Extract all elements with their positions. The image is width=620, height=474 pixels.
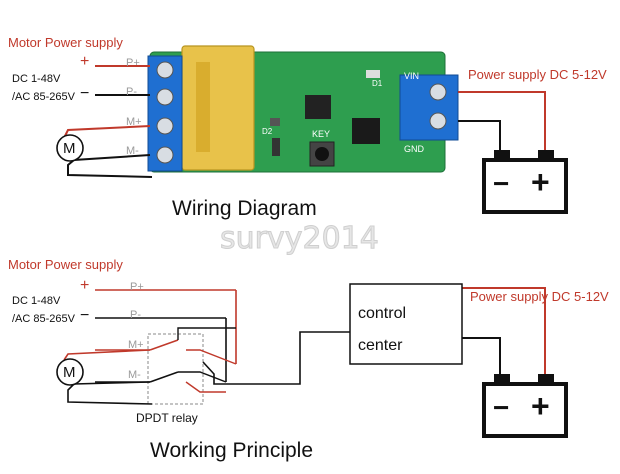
screw-1 bbox=[156, 61, 174, 79]
bottom-terminal-p-plus: P+ bbox=[130, 281, 144, 293]
bottom-motor-power-supply: Motor Power supply bbox=[8, 257, 123, 272]
board-label-key: KEY bbox=[312, 129, 331, 139]
relay-component bbox=[181, 45, 255, 171]
top-battery-plus: + bbox=[531, 164, 550, 200]
motor-symbol bbox=[56, 134, 84, 162]
relay-label-strip bbox=[196, 62, 210, 152]
relay-dashed-box bbox=[147, 333, 204, 405]
screw-4 bbox=[156, 146, 174, 164]
small-smd-3 bbox=[272, 138, 280, 156]
top-terminal-p-plus: P+ bbox=[126, 57, 140, 69]
top-motor-letter: M bbox=[63, 140, 76, 157]
top-power-supply: Power supply DC 5-12V bbox=[468, 67, 607, 82]
battery-top bbox=[482, 158, 568, 214]
board-label-d2: D2 bbox=[262, 127, 273, 136]
screw-2 bbox=[156, 88, 174, 106]
top-title: Wiring Diagram bbox=[172, 197, 317, 220]
top-plus-sign: + bbox=[80, 53, 90, 70]
ic-chip bbox=[305, 95, 331, 119]
top-motor-power-supply: Motor Power supply bbox=[8, 35, 123, 50]
board-label-gnd: GND bbox=[404, 144, 424, 154]
board-label-d1: D1 bbox=[372, 79, 383, 88]
bottom-motor-letter: M bbox=[63, 364, 76, 381]
regulator bbox=[352, 118, 380, 144]
bottom-minus-sign: − bbox=[80, 307, 90, 324]
bottom-battery-plus: + bbox=[531, 388, 550, 424]
bottom-plus-sign: + bbox=[80, 277, 90, 294]
bottom-terminal-p-minus: P- bbox=[130, 309, 141, 321]
small-smd-1 bbox=[366, 70, 380, 78]
top-battery-minus: − bbox=[493, 168, 510, 199]
board-label-vin: VIN bbox=[404, 71, 420, 81]
watermark: survy2014 bbox=[220, 221, 380, 256]
bottom-terminal-m-plus: M+ bbox=[128, 339, 144, 351]
top-terminal-m-minus: M- bbox=[126, 145, 139, 157]
control-center-box bbox=[349, 283, 463, 365]
control-center-line1: control bbox=[358, 305, 407, 322]
screw-gnd bbox=[429, 112, 447, 130]
key-button-cap bbox=[315, 147, 329, 161]
screw-vin bbox=[429, 83, 447, 101]
control-center-line2: center bbox=[358, 337, 403, 354]
top-minus-sign: − bbox=[80, 85, 90, 102]
top-terminal-m-plus: M+ bbox=[126, 116, 142, 128]
small-smd-2 bbox=[270, 118, 280, 126]
relay-label: DPDT relay bbox=[136, 411, 198, 425]
bottom-power-supply: Power supply DC 5-12V bbox=[470, 289, 609, 304]
bottom-terminal-m-minus: M- bbox=[128, 369, 141, 381]
motor-symbol-bottom bbox=[56, 358, 84, 386]
terminal-block-right bbox=[399, 74, 459, 141]
bottom-title: Working Principle bbox=[150, 439, 314, 462]
top-ac-range: /AC 85-265V bbox=[12, 91, 75, 103]
top-dc-range: DC 1-48V bbox=[12, 73, 61, 85]
top-terminal-p-minus: P- bbox=[126, 86, 137, 98]
bottom-battery-minus: − bbox=[493, 392, 510, 423]
bottom-ac-range: /AC 85-265V bbox=[12, 313, 75, 325]
bottom-dc-range: DC 1-48V bbox=[12, 295, 61, 307]
battery-bottom bbox=[482, 382, 568, 438]
screw-3 bbox=[156, 117, 174, 135]
